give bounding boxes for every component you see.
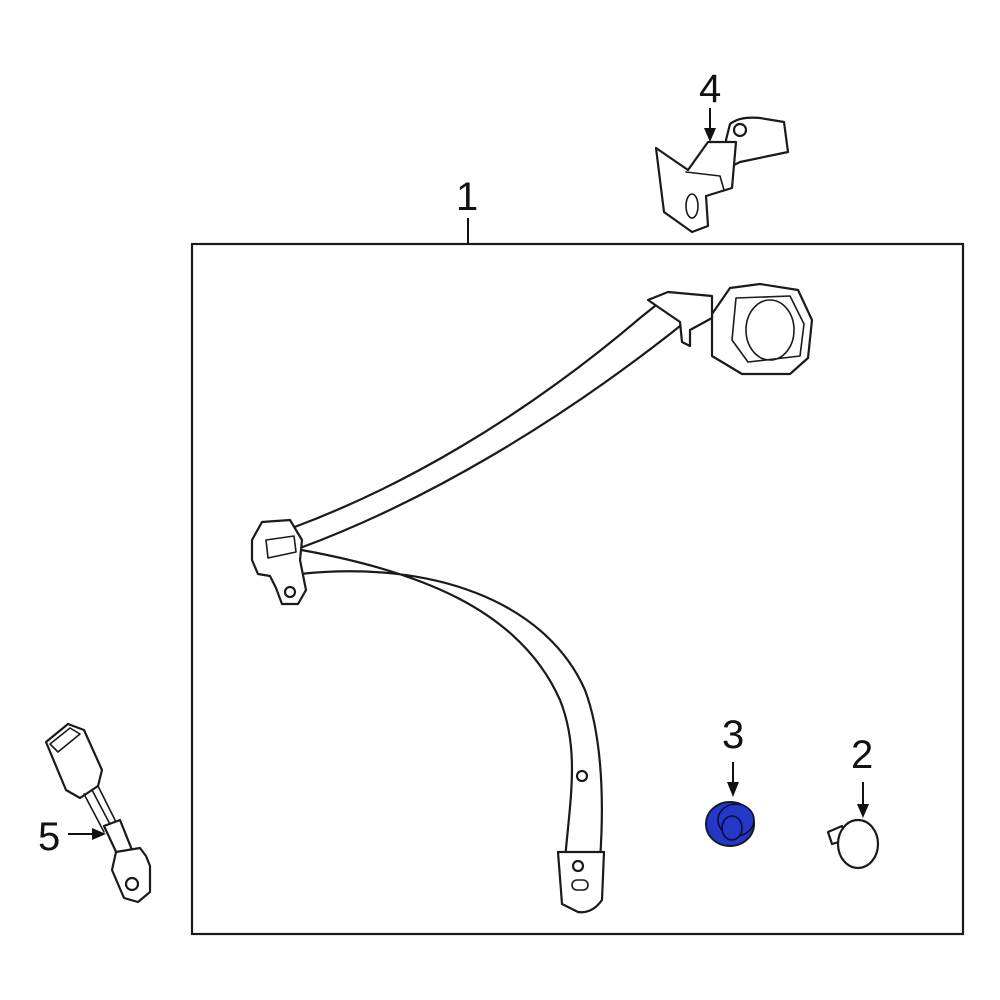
seat-belt-assembly[interactable] xyxy=(250,282,814,914)
callout-4[interactable]: 4 xyxy=(699,67,721,142)
callout-2-label: 2 xyxy=(851,733,873,777)
callout-3-label: 3 xyxy=(722,713,744,757)
callout-2-arrow xyxy=(857,804,869,818)
callout-1-label: 1 xyxy=(456,175,478,219)
guide-bracket xyxy=(250,518,308,606)
anchor-slot xyxy=(571,879,589,891)
bracket-lower-plate xyxy=(654,140,738,234)
retractor-cover xyxy=(731,295,805,363)
grommet-washer[interactable] xyxy=(705,801,755,847)
clip-head xyxy=(836,818,880,870)
anchor-hole xyxy=(571,859,585,873)
webbing-stitch-hole xyxy=(575,769,589,783)
callout-5-arrow xyxy=(92,828,106,840)
bracket-fold xyxy=(685,171,725,191)
buckle-anchor xyxy=(110,846,152,904)
grommet-hole xyxy=(721,815,743,841)
lap-webbing xyxy=(288,546,603,862)
lower-anchor-plate xyxy=(556,850,606,914)
callout-1[interactable]: 1 xyxy=(456,175,478,244)
retractor-spool xyxy=(745,299,795,361)
shoulder-webbing xyxy=(290,300,692,550)
retractor-mount-tab xyxy=(646,290,714,348)
buckle-anchor-hole xyxy=(124,876,140,892)
push-clip[interactable] xyxy=(826,818,880,870)
assembly-frame xyxy=(190,242,965,936)
callout-3[interactable]: 3 xyxy=(722,713,744,797)
bracket-upper-hole xyxy=(732,122,748,138)
callout-5-label: 5 xyxy=(38,815,60,859)
callout-2[interactable]: 2 xyxy=(851,733,873,818)
guide-hole xyxy=(283,585,297,599)
buckle-housing xyxy=(44,722,104,800)
buckle-slot xyxy=(49,727,81,753)
callout-3-arrow xyxy=(727,782,739,797)
buckle-cables xyxy=(83,785,119,833)
guide-slot xyxy=(265,535,297,559)
bracket-lower-hole xyxy=(685,193,699,219)
callout-5[interactable]: 5 xyxy=(38,815,106,859)
callout-4-label: 4 xyxy=(699,67,721,111)
mounting-bracket[interactable] xyxy=(654,116,790,234)
seat-belt-buckle[interactable] xyxy=(44,722,152,904)
callout-4-arrow xyxy=(704,128,716,142)
